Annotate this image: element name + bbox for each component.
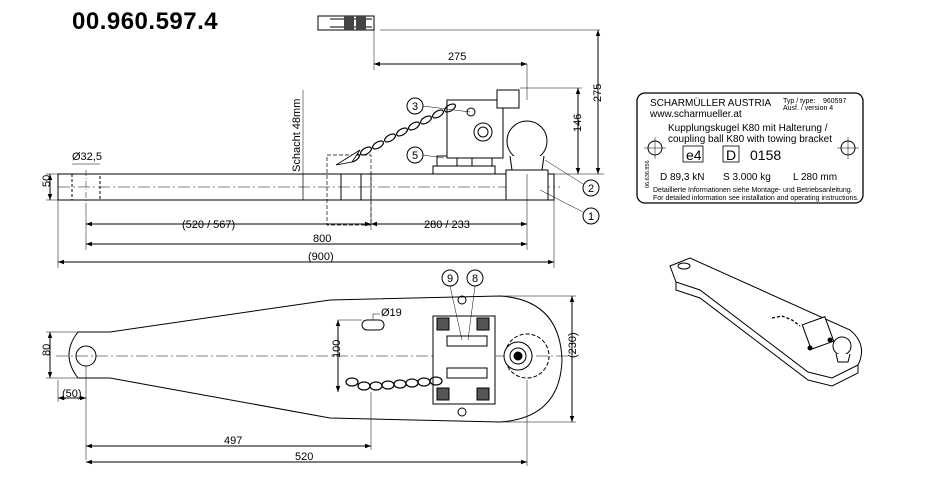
isometric-view [669,257,863,387]
plate-type-value: 960597 [823,98,846,105]
dim-275-vertical: 275 [592,84,604,102]
plate-approval-number: 0158 [750,147,781,163]
dim-100: 100 [331,340,343,358]
top-view [46,269,576,466]
dim-275-horizontal: 275 [448,51,466,63]
dim-230: (230) [567,332,579,358]
plate-s-value: S 3.000 kg [723,172,771,183]
plate-l-value: L 280 mm [793,172,837,183]
dim-520: 520 [295,451,313,463]
side-view [46,15,604,268]
callout-9: 9 [447,273,453,285]
type-plate [636,92,864,204]
plate-description-1: Kupplungskugel K80 mit Halterung / [668,123,828,134]
dim-slot-diameter: Ø19 [381,307,402,319]
dim-height-80: 80 [41,344,53,356]
callout-1: 1 [588,211,594,223]
plate-approval: e4 [686,147,702,163]
plate-country: D [726,147,736,163]
dim-520-567: (520 / 567) [182,219,235,231]
safety-chain [347,103,457,163]
callout-5: 5 [412,150,418,162]
plate-d-value: D 89,3 kN [660,172,704,183]
plate-serial: 06.636.856 [645,160,651,188]
callout-2: 2 [588,183,594,195]
callout-3: 3 [412,101,418,113]
dim-280-233: 280 / 233 [424,219,470,231]
plate-website: www.scharmueller.at [649,109,742,120]
dim-800: 800 [313,233,331,245]
dim-497: 497 [224,435,242,447]
plate-company: SCHARMÜLLER AUSTRIA [650,97,771,109]
plate-note-de: Detaillierte Informationen siehe Montage… [653,187,853,194]
dim-900: (900) [308,251,334,263]
dim-hole-diameter: Ø32,5 [72,151,102,163]
dim-shaft: Schacht 48mm [291,99,303,172]
plate-note-en: For detailed information see installatio… [653,195,859,202]
callout-8: 8 [472,273,478,285]
plate-type-label: Typ / type: [783,98,815,105]
dim-50-offset: (50) [62,388,82,400]
dim-height-50: 50 [41,175,53,187]
dim-146: 146 [572,114,584,132]
plate-description-2: coupling ball K80 with towing bracket [668,134,832,145]
top-chain [345,376,443,391]
plate-version: Ausf. / version 4 [783,105,833,112]
coupling-ball [506,120,548,162]
part-number-title: 00.960.597.4 [72,8,219,35]
